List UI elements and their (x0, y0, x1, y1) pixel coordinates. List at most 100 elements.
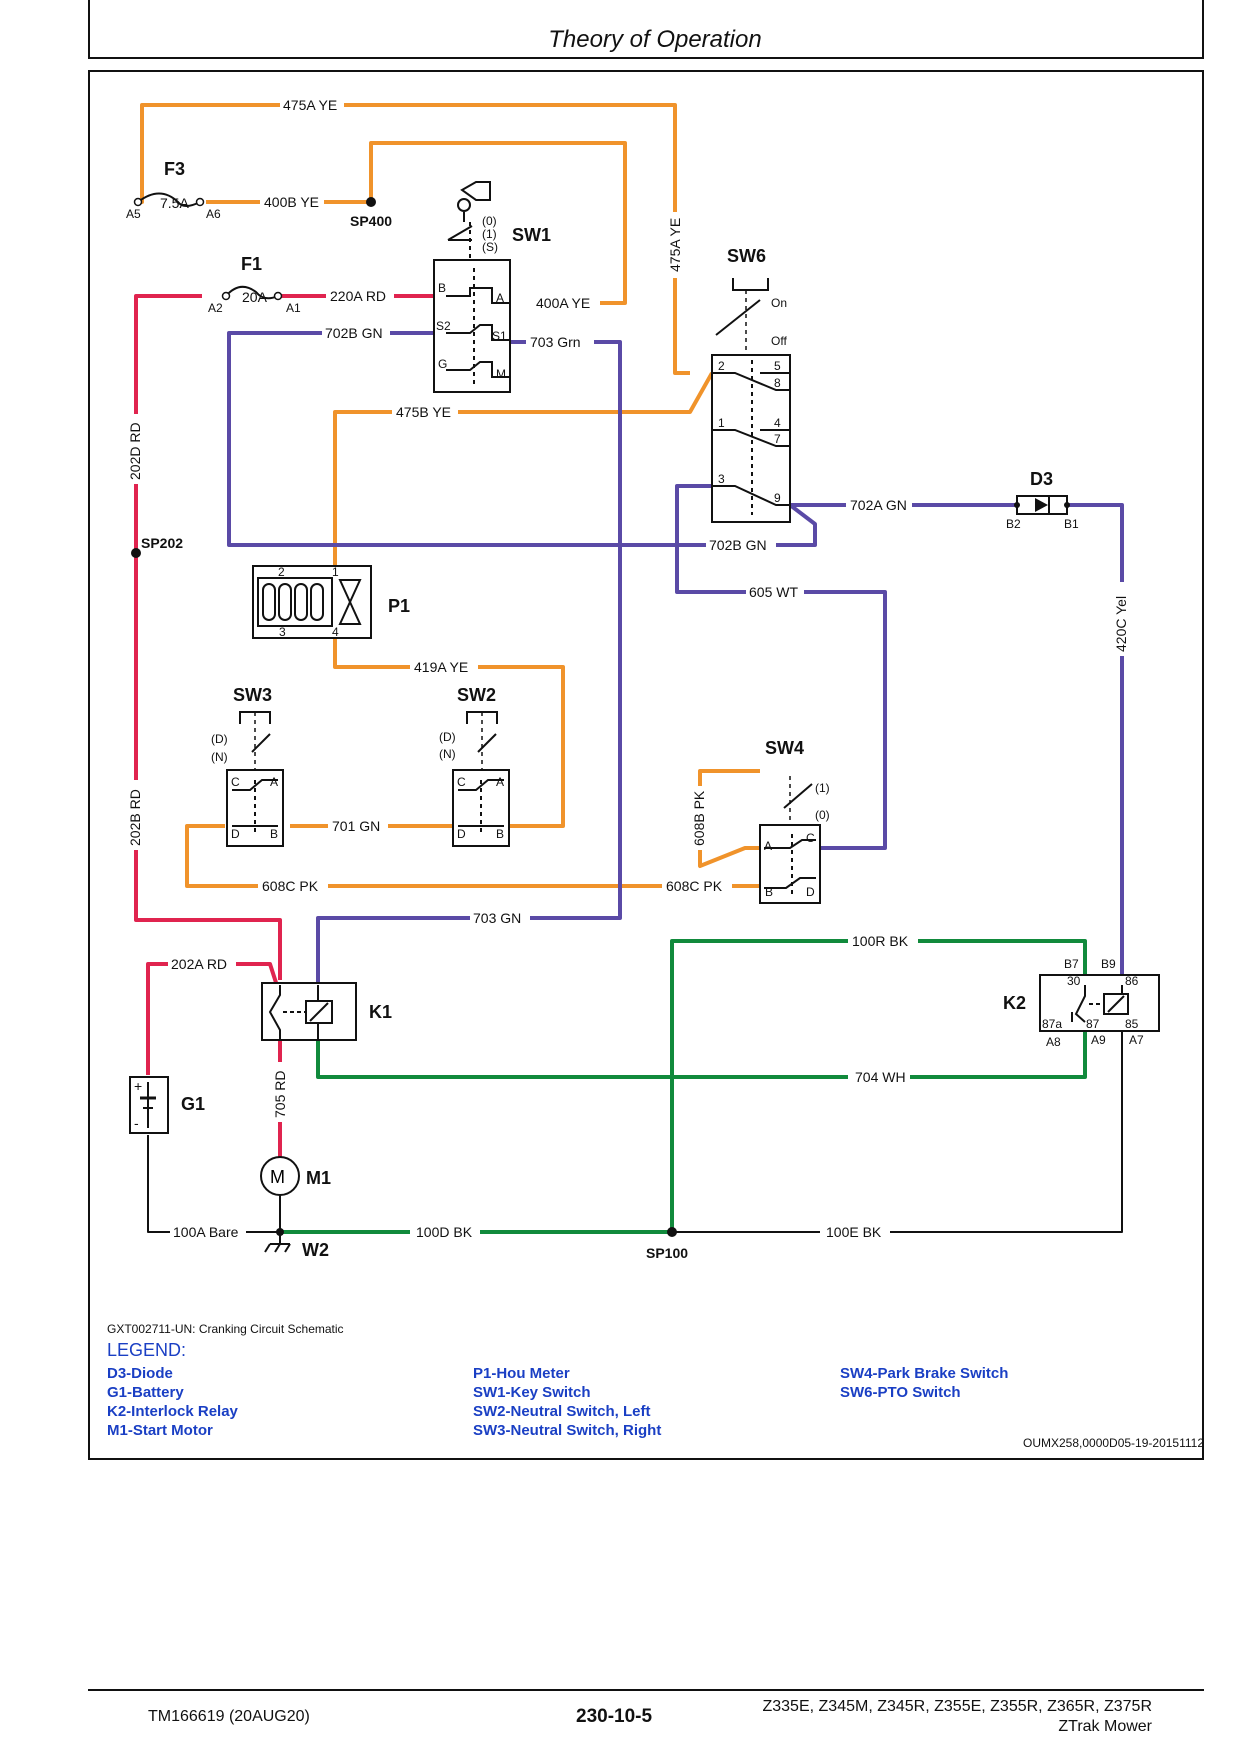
svg-text:SP202: SP202 (141, 535, 183, 551)
wire-475B (333, 372, 714, 667)
svg-text:C: C (457, 775, 466, 789)
neutral-switch-SW2: SW2 (D) (N) C A D B (439, 685, 510, 847)
black-wires (147, 1020, 1123, 1233)
label-703-GN: 703 GN (473, 910, 521, 926)
header-bottom-rule (88, 57, 1204, 59)
svg-text:SW1: SW1 (512, 225, 551, 245)
key-icon (447, 181, 491, 258)
legend-item: SW2-Neutral Switch, Left (473, 1403, 651, 1420)
svg-text:20A: 20A (242, 289, 268, 305)
wire-419A (333, 648, 565, 828)
label-419A: 419A YE (414, 659, 468, 675)
relay-K1: K1 (261, 982, 392, 1041)
svg-text:B7: B7 (1064, 957, 1079, 971)
fuse-F1: F1 20A A2 A1 (208, 254, 301, 315)
label-100R: 100R BK (852, 933, 909, 949)
label-475A-vertical: 475A YE (667, 218, 683, 272)
label-220A: 220A RD (330, 288, 386, 304)
header-left-rule (88, 0, 90, 58)
footer-model-list: Z335E, Z345M, Z345R, Z355E, Z355R, Z365R… (762, 1698, 1152, 1715)
svg-text:A: A (764, 839, 772, 853)
fuse-F3: F3 7.5A A5 A6 (126, 159, 221, 221)
svg-text:SP100: SP100 (646, 1245, 688, 1261)
svg-text:(0): (0) (815, 808, 830, 822)
hour-meter-P1: 2 1 3 4 P1 (252, 565, 410, 639)
wire-D3-K2 (1067, 503, 1124, 985)
svg-text:SW3: SW3 (233, 685, 272, 705)
svg-text:B9: B9 (1101, 957, 1116, 971)
label-703-Grn: 703 Grn (530, 334, 581, 350)
svg-text:SP400: SP400 (350, 213, 392, 229)
label-702B-mid: 702B GN (709, 537, 767, 553)
wire-702B (227, 331, 817, 547)
figure-frame (88, 70, 1204, 1460)
legend-item: D3-Diode (107, 1365, 173, 1382)
svg-text:9: 9 (774, 491, 781, 505)
svg-text:87a: 87a (1042, 1017, 1062, 1031)
figure-id: OUMX258,0000D05-19-20151112 (1022, 1436, 1204, 1450)
svg-text:A: A (496, 291, 504, 305)
label-705: 705 RD (272, 1071, 288, 1118)
wire-608B (698, 769, 760, 868)
label-400A: 400A YE (536, 295, 590, 311)
legend-item: SW1-Key Switch (473, 1384, 591, 1401)
svg-text:A8: A8 (1046, 1035, 1061, 1049)
svg-text:SW2: SW2 (457, 685, 496, 705)
label-475A-top: 475A YE (283, 97, 337, 113)
wire-704 (316, 1020, 1087, 1079)
svg-text:D: D (231, 827, 240, 841)
svg-text:(D): (D) (439, 730, 456, 744)
svg-text:A1: A1 (286, 301, 301, 315)
diode-D3: D3 B2 B1 (1006, 469, 1079, 531)
svg-text:(N): (N) (211, 750, 228, 764)
svg-text:M: M (270, 1167, 285, 1187)
wire-100A (147, 1135, 280, 1233)
svg-text:K2: K2 (1003, 993, 1026, 1013)
svg-text:M: M (496, 367, 506, 381)
wire-202D-202B (134, 294, 282, 980)
svg-text:(D): (D) (211, 732, 228, 746)
label-608C-right: 608C PK (666, 878, 723, 894)
svg-text:D: D (806, 885, 815, 899)
label-704: 704 WH (855, 1069, 906, 1085)
wire-100E (672, 1020, 1123, 1233)
svg-text:4: 4 (774, 416, 781, 430)
svg-text:C: C (806, 831, 815, 845)
wire-100R (670, 939, 1087, 1232)
svg-text:F1: F1 (241, 254, 262, 274)
wire-202A (146, 962, 282, 1075)
svg-text:-: - (134, 1115, 139, 1131)
label-702B-top: 702B GN (325, 325, 383, 341)
svg-text:7.5A: 7.5A (160, 195, 189, 211)
svg-text:K1: K1 (369, 1002, 392, 1022)
legend-item: SW3-Neutral Switch, Right (473, 1422, 662, 1439)
svg-text:5: 5 (774, 359, 781, 373)
svg-text:A5: A5 (126, 207, 141, 221)
label-475B: 475B YE (396, 404, 451, 420)
svg-text:(1): (1) (482, 227, 497, 241)
svg-text:SW4: SW4 (765, 738, 804, 758)
legend-title: LEGEND: (107, 1340, 187, 1360)
svg-text:B: B (438, 281, 446, 295)
footer-models: Z335E, Z345M, Z345R, Z355E, Z355R, Z365R… (762, 1697, 1152, 1737)
label-202D: 202D RD (127, 422, 143, 480)
splice-SP100: SP100 (646, 1227, 688, 1261)
green-wires (280, 939, 1087, 1234)
legend-column-2: P1-Hou Meter SW1-Key Switch SW2-Neutral … (473, 1364, 661, 1440)
svg-text:SW6: SW6 (727, 246, 766, 266)
splice-SP202: SP202 (131, 535, 183, 558)
legend-column-1: D3-Diode G1-Battery K2-Interlock Relay M… (107, 1364, 238, 1440)
pto-switch-SW6: SW6 On Off 2 5 8 1 4 7 3 9 (711, 246, 791, 523)
svg-text:1: 1 (332, 565, 339, 579)
svg-text:On: On (771, 296, 787, 310)
svg-text:3: 3 (718, 472, 725, 486)
cranking-circuit-schematic: 475A YE 400B YE 220A RD 400A YE 702B GN … (126, 96, 1160, 1261)
svg-text:A: A (270, 775, 278, 789)
footer-page-number: 230-10-5 (576, 1706, 653, 1727)
svg-text:2: 2 (718, 359, 725, 373)
svg-text:3: 3 (279, 625, 286, 639)
svg-text:(1): (1) (815, 781, 830, 795)
label-608C-left: 608C PK (262, 878, 319, 894)
park-brake-switch-SW4: SW4 (1) (0) A C B D (759, 738, 830, 904)
svg-text:C: C (231, 775, 240, 789)
